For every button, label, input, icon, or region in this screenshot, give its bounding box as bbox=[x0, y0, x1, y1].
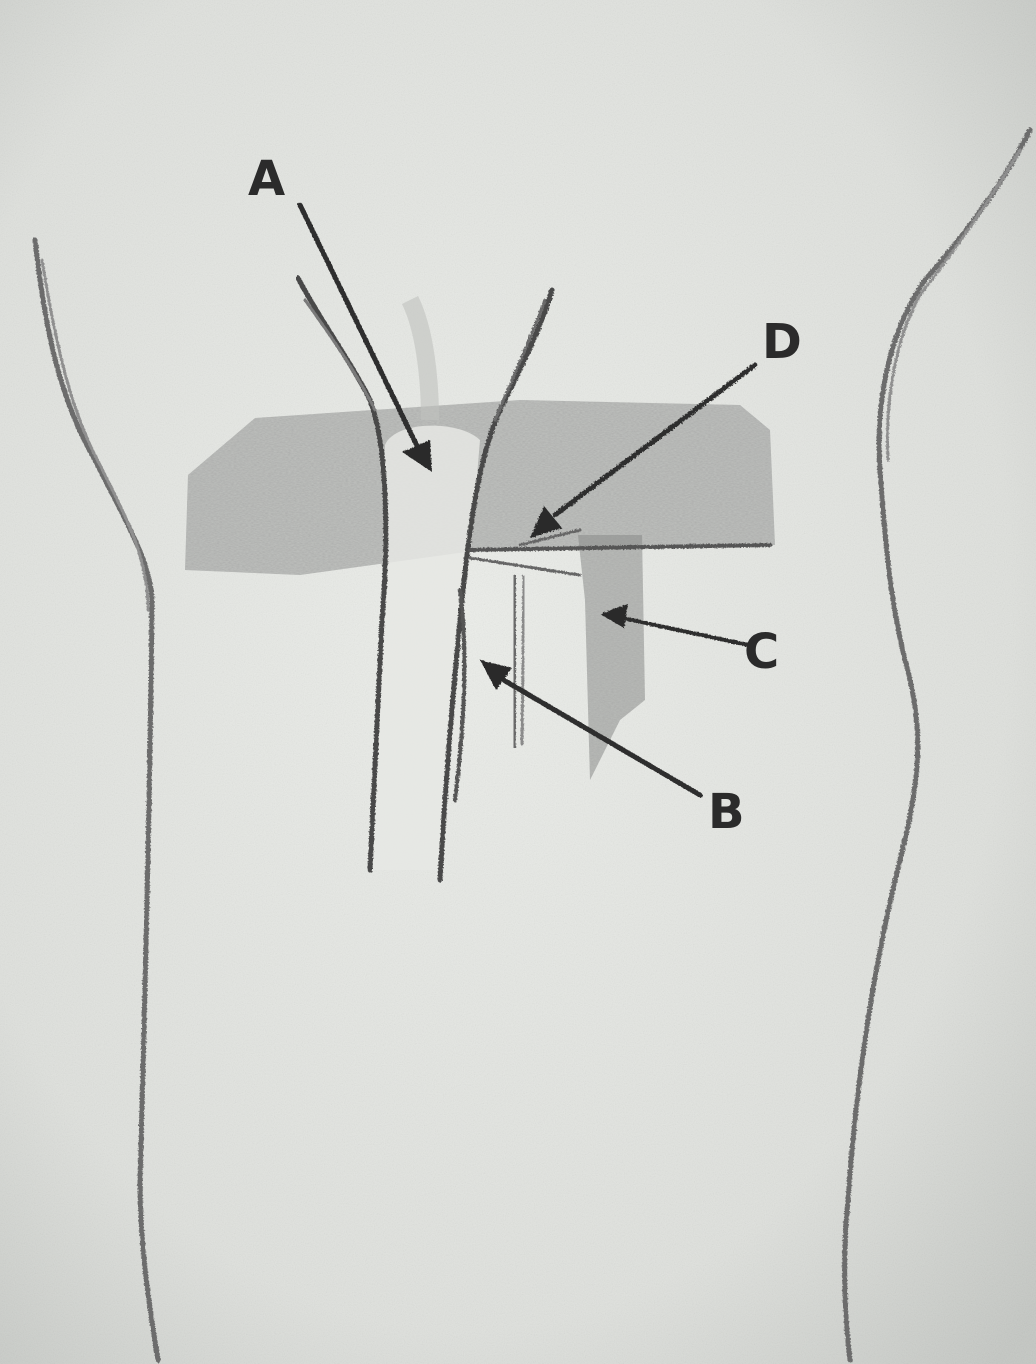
label-c: C bbox=[744, 624, 779, 680]
label-b: B bbox=[708, 784, 745, 840]
label-a: A bbox=[248, 151, 285, 207]
label-d: D bbox=[762, 314, 802, 370]
